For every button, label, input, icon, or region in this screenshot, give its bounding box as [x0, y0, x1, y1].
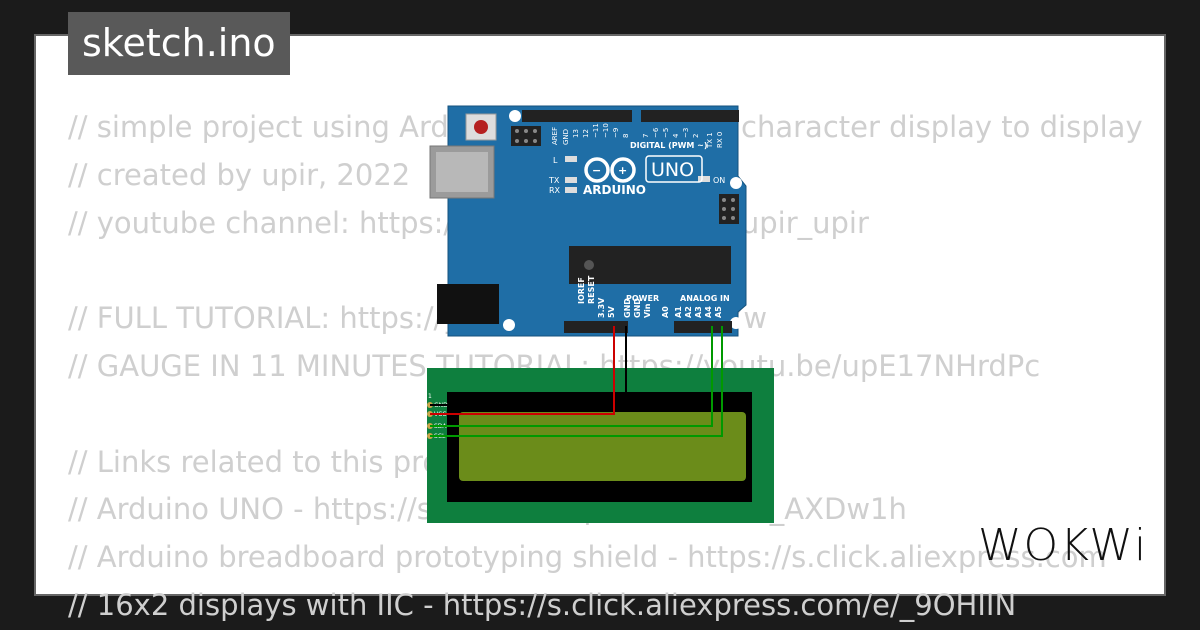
- aref-label: AREF: [551, 127, 559, 145]
- model-label: UNO: [651, 159, 694, 181]
- analog-pin-label: A4: [704, 306, 713, 318]
- power-pin-label: GND: [633, 298, 642, 318]
- led-l-label: L: [553, 156, 558, 165]
- code-line: // created by upir, 2022: [68, 157, 411, 192]
- led-on-label: ON: [713, 176, 725, 185]
- power-jack: [437, 284, 499, 324]
- power-pin-label: GND: [623, 298, 632, 318]
- digital-header: [522, 110, 739, 122]
- gnd-label: GND: [562, 129, 570, 145]
- power-pin-label: IOREF: [577, 277, 586, 304]
- wire-scl: [430, 326, 723, 437]
- digital-pin-label: 13: [572, 129, 580, 138]
- analog-header-label: ANALOG IN: [680, 294, 730, 303]
- digital-header-label: DIGITAL (PWM ~): [630, 141, 708, 150]
- wokwi-logo: WOKWi: [978, 520, 1149, 571]
- digital-pin-label: 8: [622, 134, 630, 138]
- digital-pin-label: 2: [692, 134, 700, 138]
- arduino-logo-icon: − +: [584, 157, 636, 183]
- arduino-logo-text: ARDUINO: [583, 183, 646, 197]
- analog-header: [674, 321, 732, 333]
- analog-pin-label: A0: [661, 306, 670, 318]
- digital-pin-label: ~10: [602, 123, 610, 138]
- wire-sda: [430, 326, 713, 427]
- led-on: [698, 176, 710, 182]
- power-header: [564, 321, 628, 333]
- digital-pin-label: ~6: [652, 127, 660, 138]
- power-pin-label: 5V: [607, 305, 616, 318]
- analog-pin-label: A1: [674, 306, 683, 318]
- analog-pin-label: A5: [714, 306, 723, 318]
- code-line: // Arduino breadboard prototyping shield…: [68, 540, 1107, 575]
- analog-pin-label: A2: [684, 306, 693, 318]
- digital-pin-label: ~9: [612, 128, 620, 138]
- power-pin-label: 3.3V: [597, 297, 606, 318]
- wire-vcc: [430, 326, 615, 415]
- file-tab-sketch[interactable]: sketch.ino: [68, 12, 290, 75]
- led-tx-label: TX: [548, 176, 560, 185]
- power-header-label: POWER: [626, 294, 659, 303]
- digital-pin-label: ~5: [662, 128, 670, 138]
- digital-pin-label: 12: [582, 129, 590, 138]
- lcd-pin1-label: 1: [428, 393, 432, 400]
- power-pin-label: Vin: [643, 303, 652, 318]
- digital-pin-label: ~3: [682, 128, 690, 138]
- digital-pin-label: ~11: [592, 123, 600, 138]
- arduino-uno-board[interactable]: AREF GND 13 12 ~11 ~10 ~9 8 7 ~6 ~5 4 ~3…: [429, 105, 747, 337]
- digital-pin-label: 4: [672, 133, 680, 138]
- wire-gnd: [430, 326, 627, 406]
- icsp-header: [511, 126, 739, 224]
- digital-pin-label: TX 1: [706, 132, 714, 149]
- led-rx-label: RX: [549, 186, 561, 195]
- led-rx: [565, 187, 577, 193]
- led-l: [565, 156, 577, 162]
- lcd-screen: [459, 412, 746, 481]
- atmega-chip: [569, 246, 731, 284]
- digital-pin-label: RX 0: [716, 132, 724, 148]
- code-line: // 16x2 displays with IIC - https://s.cl…: [68, 587, 1017, 622]
- digital-pin-label: 7: [642, 134, 650, 138]
- wires: [430, 326, 723, 437]
- lcd1602-i2c-display[interactable]: 1 GND VCC SDA SCL: [427, 368, 774, 523]
- svg-text:−: −: [592, 164, 601, 177]
- led-tx: [565, 177, 577, 183]
- power-pin-label: RESET: [587, 275, 596, 304]
- analog-pin-label: A3: [694, 306, 703, 318]
- svg-text:+: +: [618, 164, 627, 177]
